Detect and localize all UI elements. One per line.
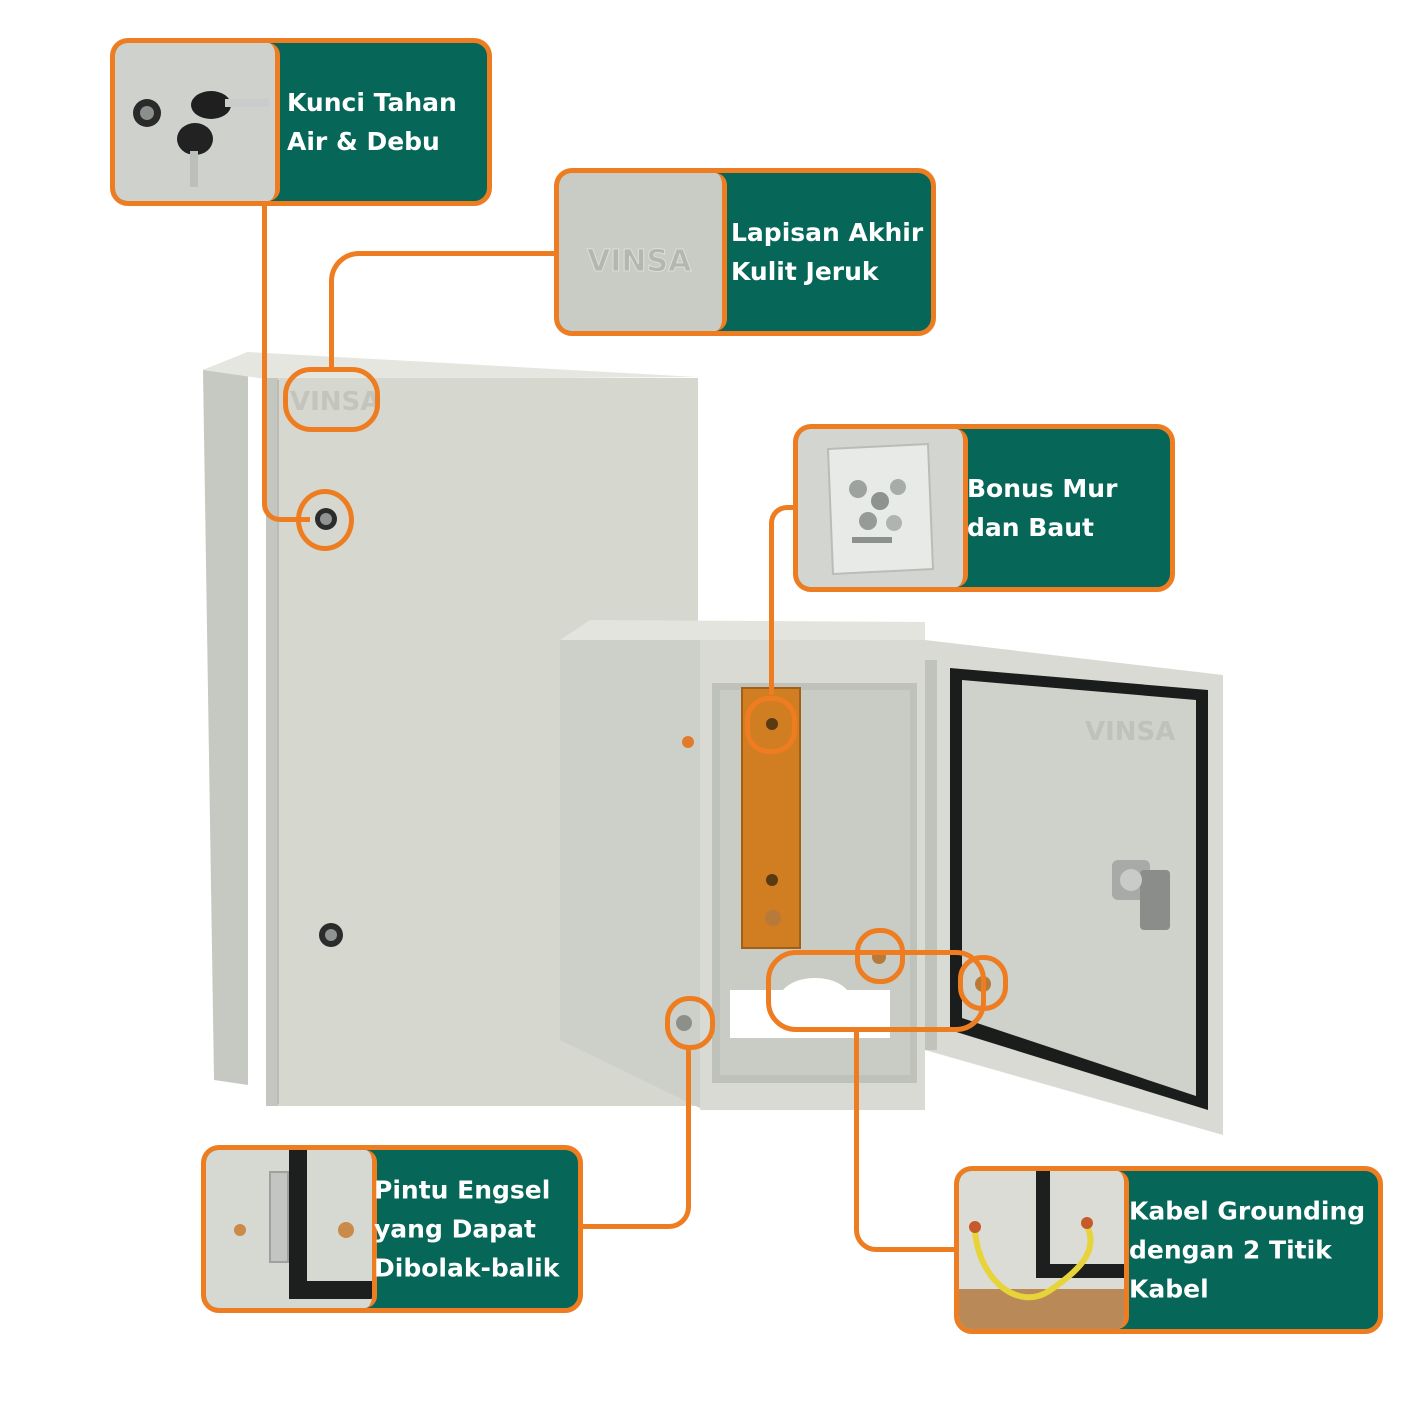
callout-finish: VINSA Lapisan Akhir Kulit Jeruk [554, 168, 936, 336]
connector-finish [329, 251, 559, 369]
highlight-logo [283, 367, 380, 432]
callout-grounding: Kabel Grounding dengan 2 Titik Kabel [954, 1166, 1383, 1334]
bolts-bag-icon [798, 429, 968, 587]
highlight-lock [296, 489, 354, 551]
callout-hinge: Pintu Engsel yang Dapat Dibolak-balik [201, 1145, 583, 1313]
open-door: VINSA [925, 640, 1223, 1135]
highlight-mount-hole [745, 696, 797, 754]
lock-label: Kunci Tahan Air & Debu [287, 88, 457, 156]
finish-label: Lapisan Akhir Kulit Jeruk [731, 218, 924, 286]
embossed-logo-icon: VINSA [559, 173, 727, 331]
connector-lock [262, 200, 310, 522]
finish-logo: VINSA [587, 244, 692, 279]
bolts-label: Bonus Mur dan Baut [967, 474, 1118, 542]
key-lock-icon [115, 43, 280, 201]
highlight-side-hole [665, 996, 715, 1050]
hinge-label: Pintu Engsel yang Dapat Dibolak-balik [374, 1175, 560, 1283]
highlight-cable-entry [766, 950, 986, 1032]
hinge-icon [206, 1150, 377, 1308]
connector-hinge [578, 1045, 691, 1229]
callout-bolts: Bonus Mur dan Baut [793, 424, 1175, 592]
grounding-label: Kabel Grounding dengan 2 Titik Kabel [1129, 1196, 1366, 1304]
connector-bolts [769, 505, 798, 695]
door-logo: VINSA [1085, 717, 1175, 747]
connector-grounding [854, 1028, 956, 1252]
grounding-wire-icon [959, 1171, 1129, 1329]
highlight-ground-body [855, 928, 905, 984]
callout-lock: Kunci Tahan Air & Debu [110, 38, 492, 206]
